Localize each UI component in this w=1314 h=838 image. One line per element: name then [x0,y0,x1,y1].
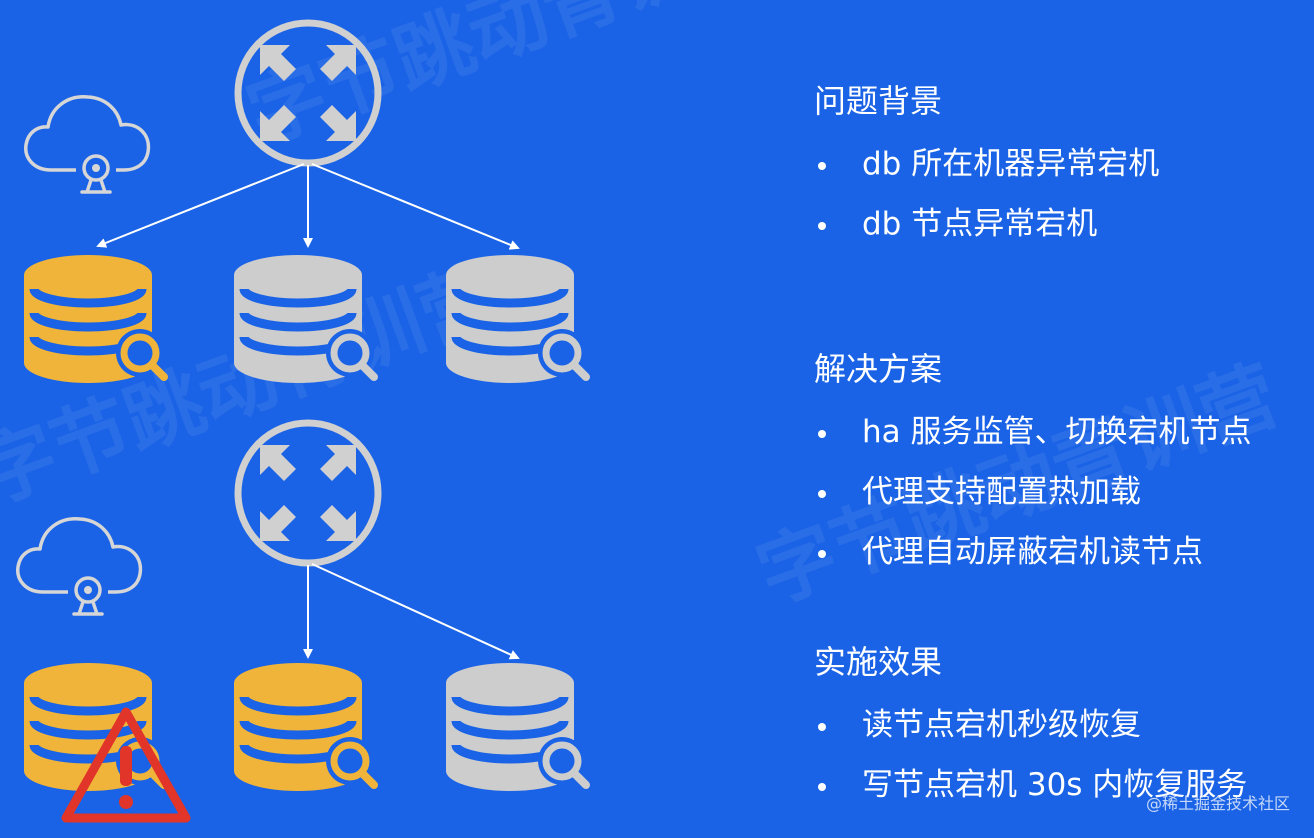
magnifier-handle [570,769,590,789]
database-stripe [451,696,569,716]
bullet-dot [818,489,826,498]
cloud-camera-icon [23,95,151,194]
bullet-item: 写节点宕机 30s 内恢复服务 [812,759,1247,804]
database-icon-highlighted [24,255,168,383]
section-title: 实施效果 [814,643,943,681]
bullet-item: ha 服务监管、切换宕机节点 [812,406,1252,451]
database-icon-highlighted [234,663,378,791]
bullet-item: 代理自动屏蔽宕机读节点 [812,526,1203,571]
magnifier-lens [330,741,370,781]
section-title: 问题背景 [814,82,943,120]
bullet-dot [818,161,826,170]
database-stripe [239,720,357,740]
magnifier-lens [542,741,582,781]
router-icon [238,423,378,563]
bullet-dot [818,782,826,791]
magnifier-lens [542,333,582,373]
database-icon [446,255,590,383]
database-top [446,663,574,703]
database-stripe [239,696,357,716]
warning-icon [61,707,191,823]
arrow-to-db-node-1 [96,163,305,248]
source-credit: @稀土掘金技术社区 [1145,794,1290,813]
magnifier-handle [148,361,168,381]
database-stripe [29,696,147,716]
database-stripe [451,312,569,332]
bullet-item: db 所在机器异常宕机 [812,138,1159,183]
magnifier-handle [358,361,378,381]
database-top [446,255,574,295]
router-icon [238,23,378,163]
database-stripe [451,720,569,740]
magnifier-lens [120,333,160,373]
database-stripe [29,312,147,332]
magnifier-handle [570,361,590,381]
database-stripe [451,288,569,308]
bullet-item: 读节点宕机秒级恢复 [812,699,1141,744]
cloud-camera-icon [15,517,143,616]
database-top [24,255,152,295]
bullet-dot [818,429,826,438]
section-title: 解决方案 [814,350,943,388]
database-stripe [239,312,357,332]
database-top [234,663,362,703]
database-stripe [29,288,147,308]
database-icon [234,255,378,383]
bullet-item: 代理支持配置热加载 [812,466,1141,511]
bullet-dot [818,722,826,731]
bullet-dot [818,549,826,558]
database-top [234,255,362,295]
arrow-to-db-node-3 [311,563,520,660]
database-icon [446,663,590,791]
bullet-item: db 节点异常宕机 [812,198,1097,243]
database-stripe [239,288,357,308]
magnifier-lens [330,333,370,373]
bullet-dot [818,221,826,230]
arrow-to-db-node-3 [311,163,520,250]
database-top [24,663,152,703]
architecture-diagram [15,0,590,823]
magnifier-handle [358,769,378,789]
